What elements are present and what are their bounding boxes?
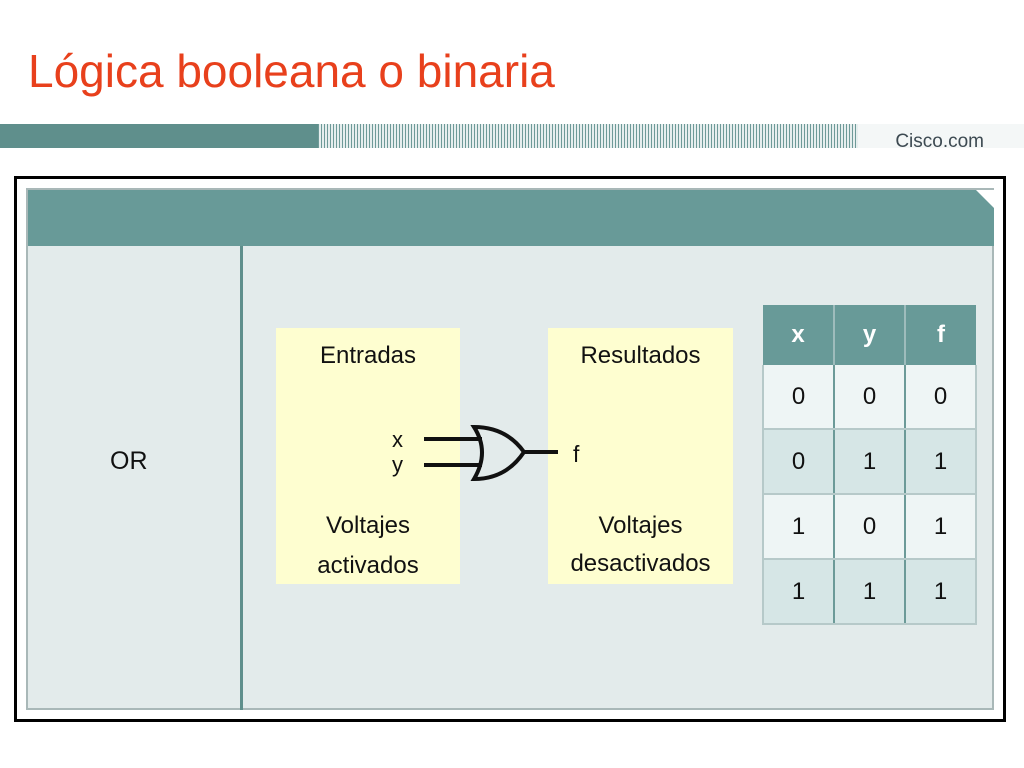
table-row: 1 0 1 (762, 494, 977, 560)
header-corner-notch (976, 190, 994, 208)
inputs-box: Entradas Voltajes activados (276, 328, 460, 584)
truth-table: x y f 0 0 0 0 1 1 1 0 1 1 1 1 (762, 305, 977, 625)
table-row: 1 1 1 (762, 559, 977, 625)
table-cell: 1 (762, 494, 834, 560)
truth-header-y: y (833, 305, 905, 365)
table-cell: 0 (904, 365, 977, 430)
or-gate-icon (424, 424, 558, 482)
output-f-label: f (573, 441, 580, 467)
truth-header-x: x (763, 305, 834, 365)
column-divider (240, 246, 243, 710)
header-band (0, 124, 1024, 148)
or-gate-body (470, 424, 527, 482)
outputs-caption-line1: Voltajes (598, 512, 683, 539)
table-cell: 1 (762, 559, 834, 625)
table-cell: 1 (904, 494, 977, 560)
table-row: 0 0 0 (762, 365, 977, 430)
table-cell: 1 (833, 429, 905, 495)
inputs-caption-line2: activados (317, 552, 419, 579)
input-x-label: x (392, 427, 403, 452)
inputs-caption-line1: Voltajes (325, 512, 411, 539)
table-cell: 1 (833, 559, 905, 625)
inputs-heading: Entradas (319, 342, 417, 369)
outputs-box: Resultados Voltajes desactivados (548, 328, 733, 584)
outputs-caption-line2: desactivados (570, 550, 711, 577)
outputs-heading: Resultados (580, 342, 701, 369)
input-y-label: y (392, 452, 403, 477)
slide-title: Lógica booleana o binaria (28, 45, 555, 97)
table-row: 0 1 1 (762, 429, 977, 495)
table-cell: 0 (833, 494, 905, 560)
table-cell: 0 (762, 365, 834, 430)
panel-header-bar (28, 190, 994, 246)
table-cell: 1 (904, 429, 977, 495)
truth-header-f: f (904, 305, 976, 365)
table-cell: 0 (833, 365, 905, 430)
band-light-segment (858, 124, 1024, 148)
gate-name-label: OR (110, 447, 148, 475)
table-cell: 0 (762, 429, 834, 495)
band-striped-segment (318, 124, 858, 148)
truth-table-header-row: x y f (763, 305, 976, 365)
table-cell: 1 (904, 559, 977, 625)
brand-label: Cisco.com (895, 131, 984, 152)
band-solid-segment (0, 124, 318, 148)
